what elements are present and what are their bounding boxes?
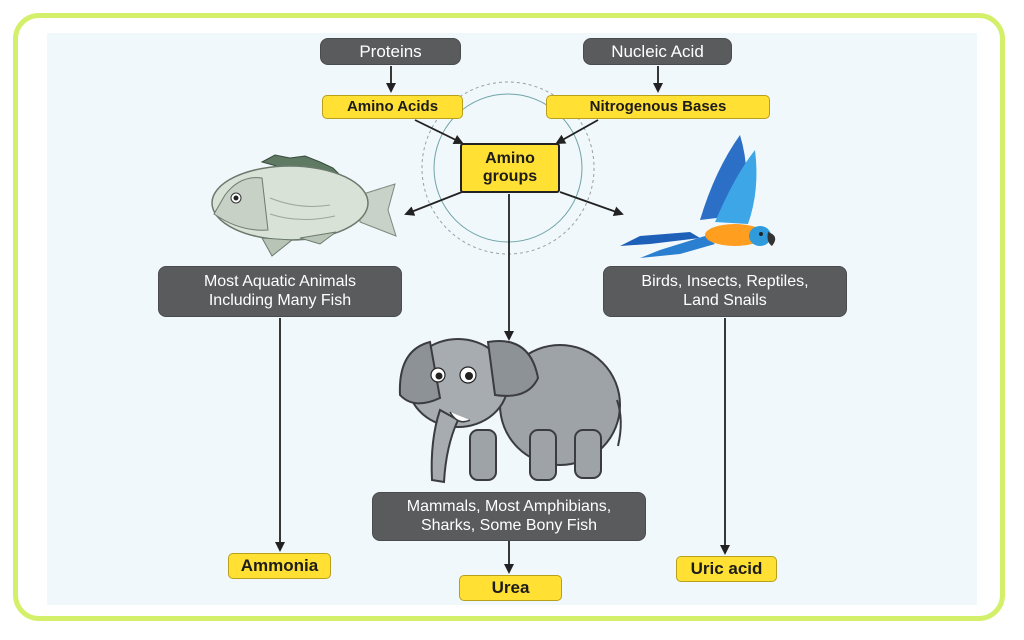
urea-box: Urea (459, 575, 562, 601)
aquatic-animals-box: Most Aquatic Animals Including Many Fish (158, 266, 402, 317)
uric-acid-box: Uric acid (676, 556, 777, 582)
arrow-groups-to-parrot (559, 191, 624, 217)
nucleic-acid-box: Nucleic Acid (583, 38, 732, 65)
arrow-amino-acids-to-groups (414, 119, 464, 144)
birds-insects-box: Birds, Insects, Reptiles, Land Snails (603, 266, 847, 317)
parrot-illustration (620, 135, 776, 258)
ammonia-box: Ammonia (228, 553, 331, 579)
connectors (275, 66, 730, 574)
fish-illustration (211, 154, 397, 257)
mammals-box: Mammals, Most Amphibians, Sharks, Some B… (372, 492, 646, 541)
elephant-illustration (398, 338, 622, 484)
amino-acids-box: Amino Acids (322, 95, 463, 119)
center-rings (421, 81, 595, 255)
arrow-groups-to-fish (404, 191, 463, 216)
proteins-box: Proteins (320, 38, 461, 65)
arrow-bases-to-groups (555, 119, 599, 144)
nitrogenous-bases-box: Nitrogenous Bases (546, 95, 770, 119)
amino-groups-box: Amino groups (460, 143, 560, 193)
